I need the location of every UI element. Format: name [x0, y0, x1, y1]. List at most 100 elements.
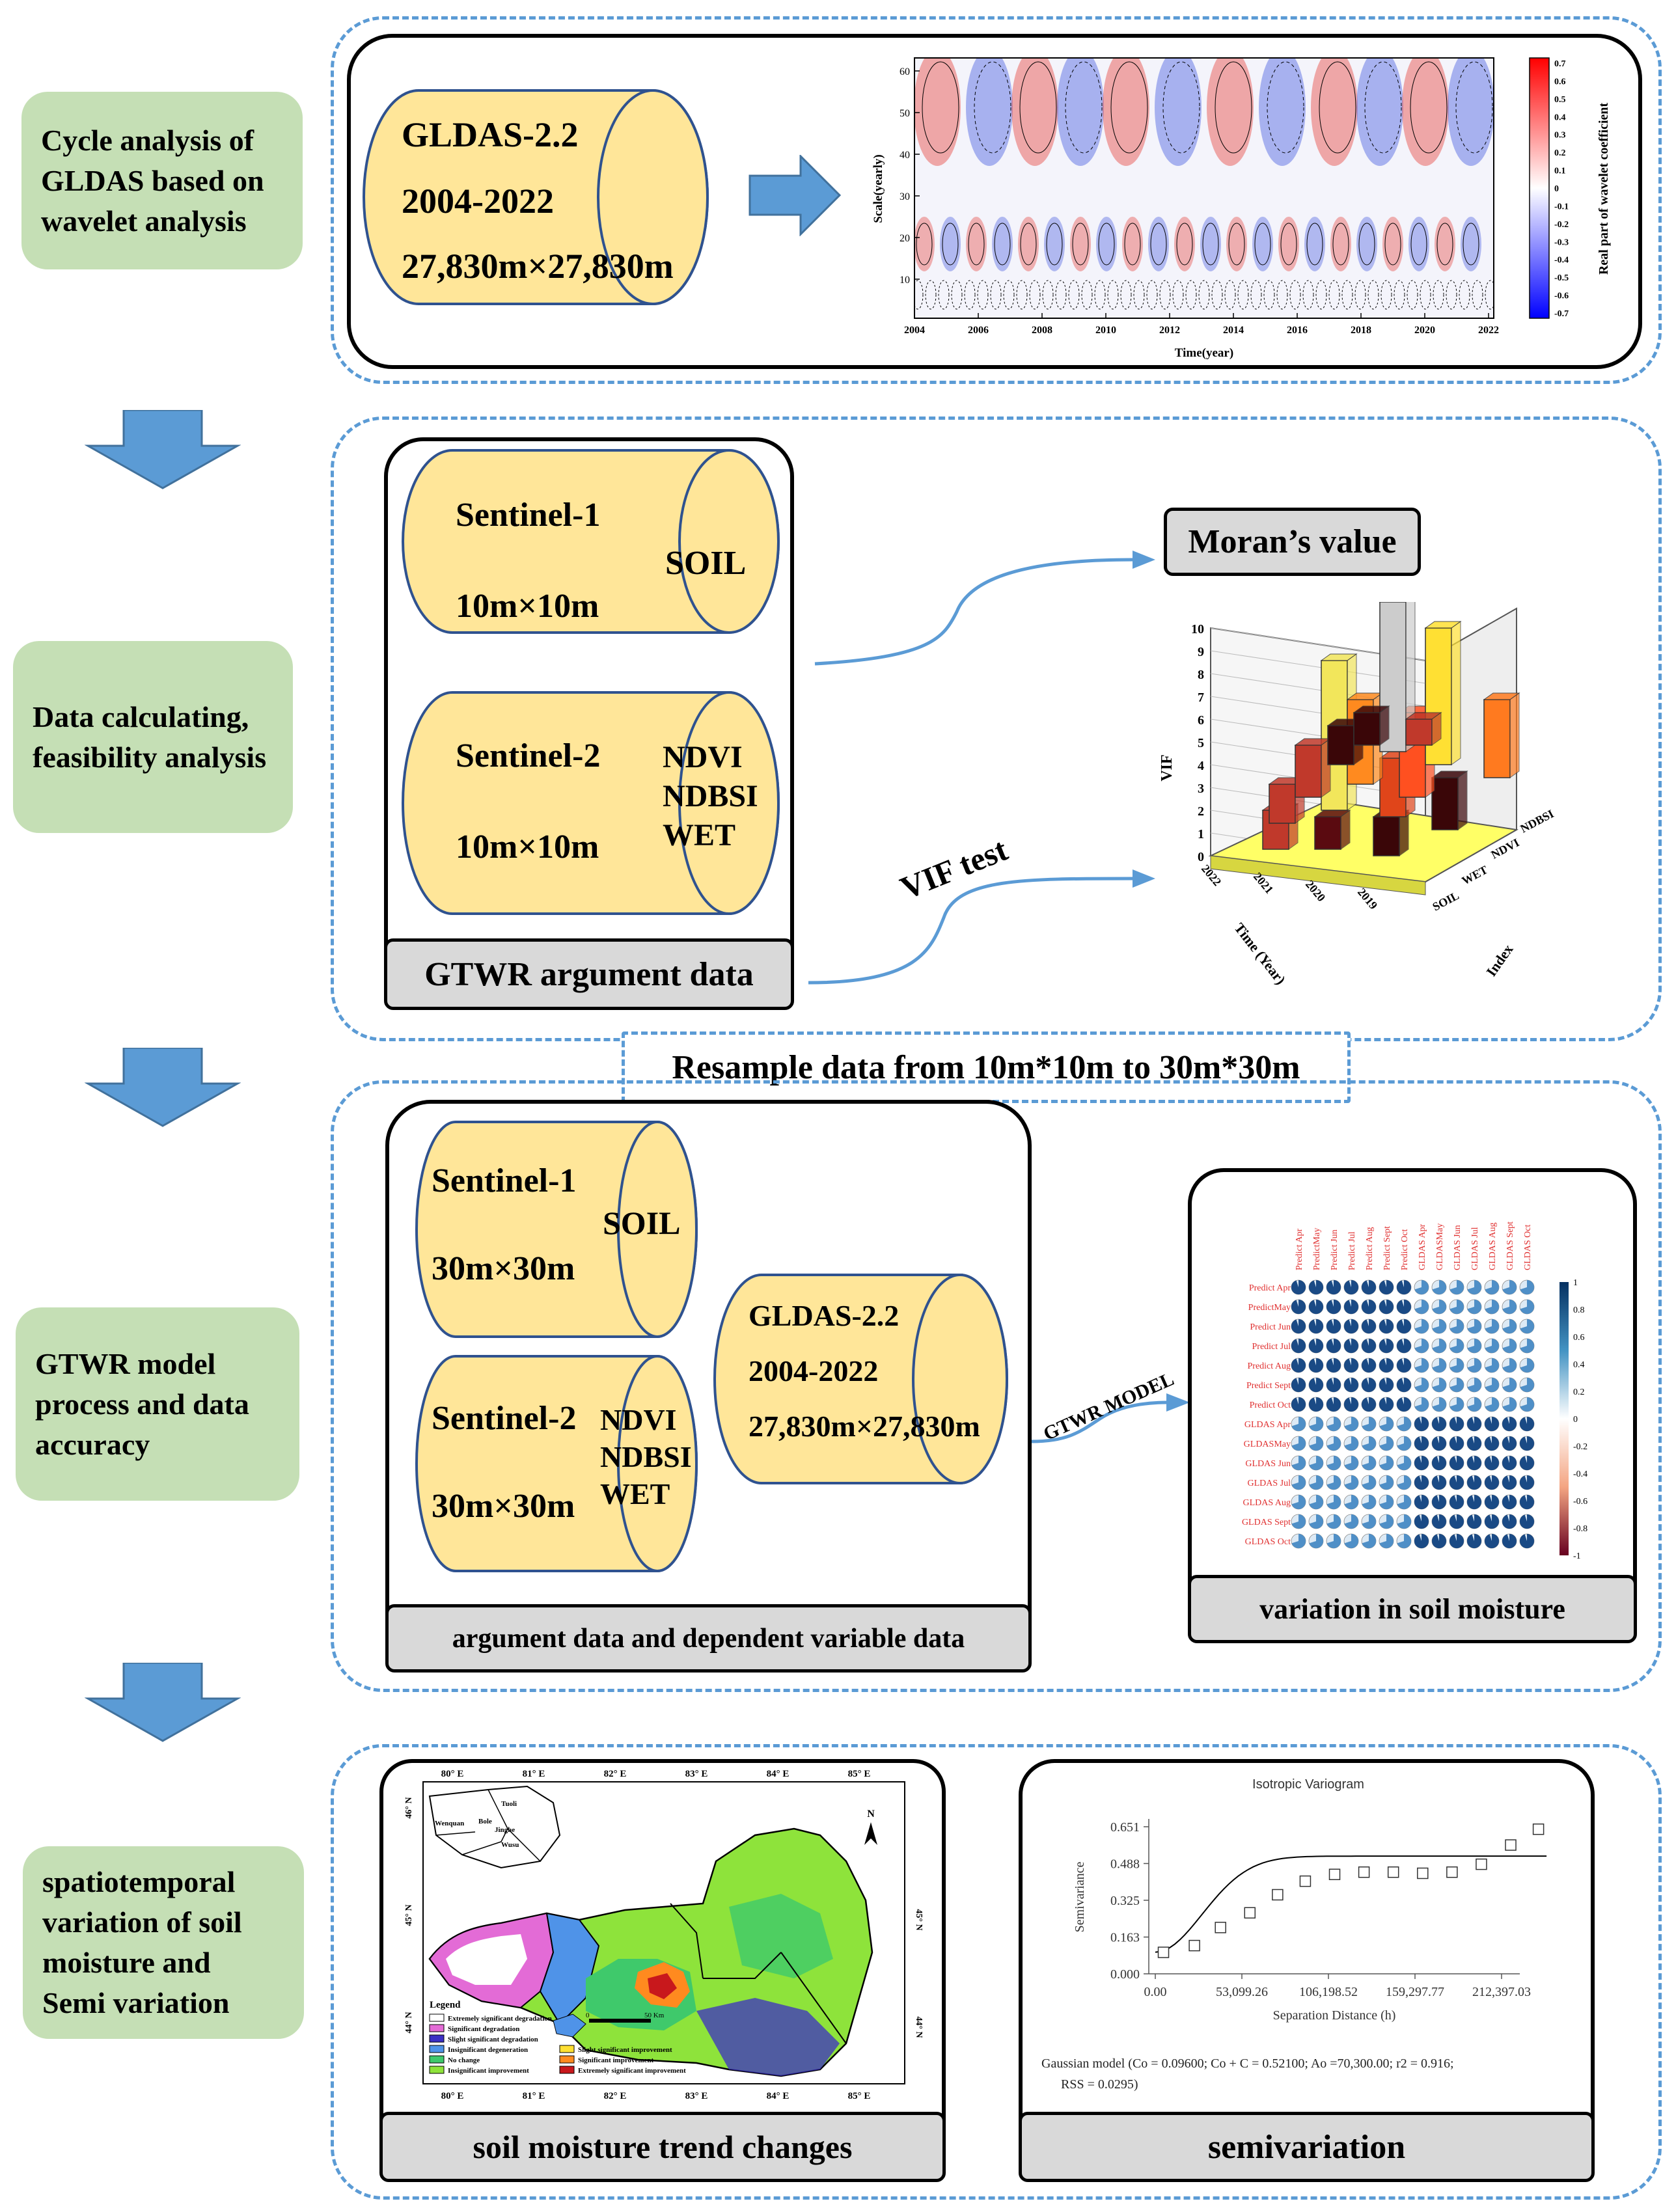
- corr-cell: [1432, 1378, 1446, 1392]
- corr-cell: [1291, 1358, 1306, 1372]
- wavelet-contour: [1433, 280, 1444, 310]
- map-legend-label: Insignificant degeneration: [448, 2046, 528, 2054]
- wavelet-blob: [1122, 217, 1143, 271]
- corr-cell: [1449, 1534, 1464, 1548]
- wavelet-contour: [1455, 61, 1493, 154]
- wavelet-contour: [1367, 280, 1379, 310]
- s2-30m-name: Sentinel-2: [432, 1400, 577, 1437]
- semi-ytick-label: 0.488: [1110, 1857, 1140, 1872]
- s2-30m-band-wet: WET: [600, 1477, 670, 1510]
- corr-cell: [1326, 1417, 1341, 1431]
- corr-cell: [1414, 1456, 1429, 1470]
- corr-cell: [1449, 1358, 1464, 1372]
- corr-cell: [1467, 1300, 1481, 1314]
- down-arrow-3: [85, 1663, 241, 1742]
- corr-row-label: GLDAS Aug: [1243, 1498, 1291, 1508]
- wavelet-contour: [1237, 280, 1249, 310]
- s1-10m-res: 10m×10m: [456, 588, 599, 625]
- wavelet-contour: [1172, 280, 1184, 310]
- corr-cell: [1344, 1378, 1358, 1392]
- corr-cell: [1502, 1475, 1517, 1490]
- corr-cell: [1467, 1378, 1481, 1392]
- wavelet-xtick-label: 2016: [1287, 325, 1308, 336]
- wavelet-contour: [1446, 280, 1457, 310]
- corr-cell: [1291, 1339, 1306, 1353]
- corr-cell: [1397, 1514, 1411, 1529]
- semi-ylabel: Semivariance: [1073, 1861, 1087, 1932]
- wavelet-colorbar-tick: 0.5: [1554, 95, 1566, 105]
- map-inset-label: Wenquan: [435, 1820, 464, 1827]
- wavelet-blob: [1356, 58, 1403, 166]
- corr-cell: [1362, 1475, 1376, 1490]
- corr-cell: [1291, 1514, 1306, 1529]
- corr-cell: [1291, 1495, 1306, 1509]
- map-scale-zero: 0: [586, 2012, 590, 2019]
- corr-cell: [1449, 1339, 1464, 1353]
- wavelet-ytick-label: 50: [900, 108, 910, 119]
- corr-scale-tick: -0.2: [1573, 1442, 1587, 1452]
- corr-cell: [1344, 1319, 1358, 1333]
- wavelet-colorbar-tick: 0.6: [1554, 77, 1566, 87]
- semi-xtick-label: 0.00: [1144, 1985, 1167, 1999]
- corr-row-label: GLDAS Jun: [1245, 1459, 1291, 1469]
- corr-scale-tick: 0.2: [1573, 1387, 1585, 1397]
- wavelet-xtick-label: 2010: [1095, 325, 1116, 336]
- corr-cell: [1326, 1495, 1341, 1509]
- corr-cell: [1291, 1475, 1306, 1490]
- corr-cell: [1362, 1300, 1376, 1314]
- semi-ytick-label: 0.000: [1110, 1967, 1140, 1982]
- corr-col-label: GLDASMay: [1435, 1223, 1445, 1270]
- wavelet-contour: [1332, 223, 1349, 266]
- map-bottom-tick: 82° E: [604, 2091, 627, 2101]
- corr-cell: [1414, 1319, 1429, 1333]
- wavelet-contour: [1124, 223, 1141, 266]
- wavelet-contour: [1280, 223, 1297, 266]
- wavelet-contour: [1098, 223, 1115, 266]
- vif-bar: [1405, 718, 1433, 746]
- map-bottom-tick: 80° E: [441, 2091, 464, 2101]
- corr-cell: [1309, 1417, 1323, 1431]
- gtwr-argument-label: GTWR argument data: [384, 938, 794, 1010]
- corr-cell: [1344, 1534, 1358, 1548]
- semi-point: [1446, 1866, 1458, 1878]
- vif-ztick: 4: [1198, 759, 1204, 773]
- map-legend-swatch: [429, 2034, 445, 2043]
- step-spatiotemporal: spatiotemporal variation of soil moistur…: [23, 1846, 304, 2039]
- map-top-tick: 80° E: [441, 1769, 464, 1779]
- wavelet-blob: [1057, 58, 1104, 166]
- wavelet-contour: [1420, 280, 1431, 310]
- map-top-tick: 82° E: [604, 1769, 627, 1779]
- corr-row-label: PredictMay: [1248, 1303, 1291, 1313]
- wavelet-contour: [1463, 223, 1479, 266]
- corr-cell: [1520, 1436, 1534, 1451]
- map-left-tick: 45° N: [404, 1904, 414, 1926]
- map-bottom-tick: 83° E: [685, 2091, 708, 2101]
- wavelet-contour: [1159, 280, 1171, 310]
- corr-col-label: Predict Jun: [1330, 1229, 1339, 1270]
- wavelet-colorbar-tick: -0.5: [1554, 273, 1569, 283]
- wavelet-contour: [994, 223, 1011, 266]
- s2-10m-band-ndbsi: NDBSI: [663, 779, 758, 813]
- semi-point: [1417, 1867, 1429, 1879]
- wavelet-contour: [1364, 61, 1402, 154]
- map-legend-swatch: [429, 2045, 445, 2053]
- wavelet-contour: [1065, 61, 1103, 154]
- wavelet-contour: [1185, 280, 1197, 310]
- wavelet-contour: [1306, 223, 1323, 266]
- corr-scale-tick: -0.6: [1573, 1497, 1587, 1507]
- map-right-tick: 45° N: [914, 1909, 924, 1930]
- gldas-small-years: 2004-2022: [749, 1354, 879, 1387]
- corr-col-label: Predict Aug: [1365, 1227, 1375, 1271]
- semi-point: [1188, 1939, 1200, 1952]
- wavelet-contour: [1146, 280, 1158, 310]
- corr-cell: [1502, 1280, 1517, 1294]
- wavelet-blob: [914, 217, 935, 271]
- wavelet-contour: [964, 280, 976, 310]
- map-bottom-tick: 84° E: [767, 2091, 790, 2101]
- corr-cell: [1309, 1378, 1324, 1392]
- wavelet-colorbar-tick: 0: [1554, 184, 1559, 194]
- corr-cell: [1309, 1514, 1323, 1529]
- corr-scale-tick: 0.4: [1573, 1360, 1585, 1370]
